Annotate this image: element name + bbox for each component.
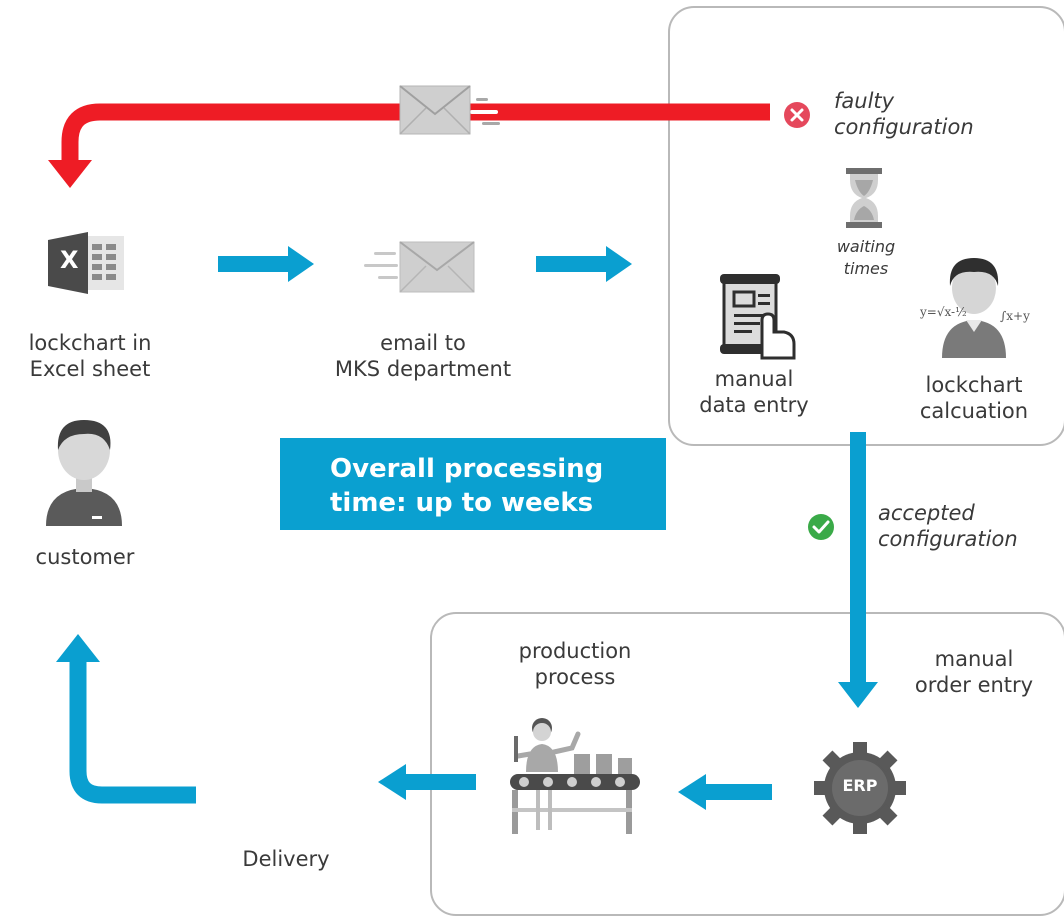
email-label: email to MKS department (334, 331, 512, 381)
flow-arrow-3 (704, 784, 772, 800)
faulty-label: faulty configuration (834, 89, 974, 139)
hourglass-icon (846, 168, 882, 228)
accepted-label: accepted configuration (878, 501, 1018, 551)
manual-data-entry-label: manual data entry (699, 367, 809, 417)
reject-arrow-head (48, 160, 92, 188)
customer-label: customer (35, 545, 135, 569)
flow-arrow-4 (404, 774, 476, 790)
flow-arrow-1 (218, 256, 292, 272)
production-label: production process (518, 639, 632, 689)
email-icon (364, 241, 475, 293)
waiting-label: waiting times (836, 237, 896, 278)
svg-text:y=√x-½: y=√x-½ (919, 305, 967, 319)
customer-avatar-icon (46, 420, 122, 526)
email-returned-icon (399, 85, 500, 135)
erp-gear-icon (814, 742, 906, 834)
manual-order-entry-label: manual order entry (914, 647, 1034, 697)
delivery-label: Delivery (242, 847, 330, 871)
svg-text:∫x+y: ∫x+y (1000, 309, 1030, 323)
processing-time-banner: Overall processing time: up to weeks (280, 438, 666, 530)
check-icon (808, 514, 834, 540)
lockchart-calculation-label: lockchart calcuation (919, 373, 1029, 423)
erp-icon-text: ERP (842, 776, 878, 795)
document-touch-icon (720, 274, 796, 360)
flow-arrow-return (69, 660, 196, 804)
calculating-person-icon: y=√x-½ ∫x+y (919, 258, 1030, 358)
flow-arrow-down (850, 432, 866, 686)
excel-icon (48, 232, 124, 294)
flow-arrow-2 (536, 256, 610, 272)
production-line-icon (510, 718, 640, 834)
error-icon (784, 102, 810, 128)
excel-label: lockchart in Excel sheet (28, 331, 152, 381)
reject-arrow (61, 103, 770, 165)
excel-icon-letter: X (60, 246, 79, 274)
